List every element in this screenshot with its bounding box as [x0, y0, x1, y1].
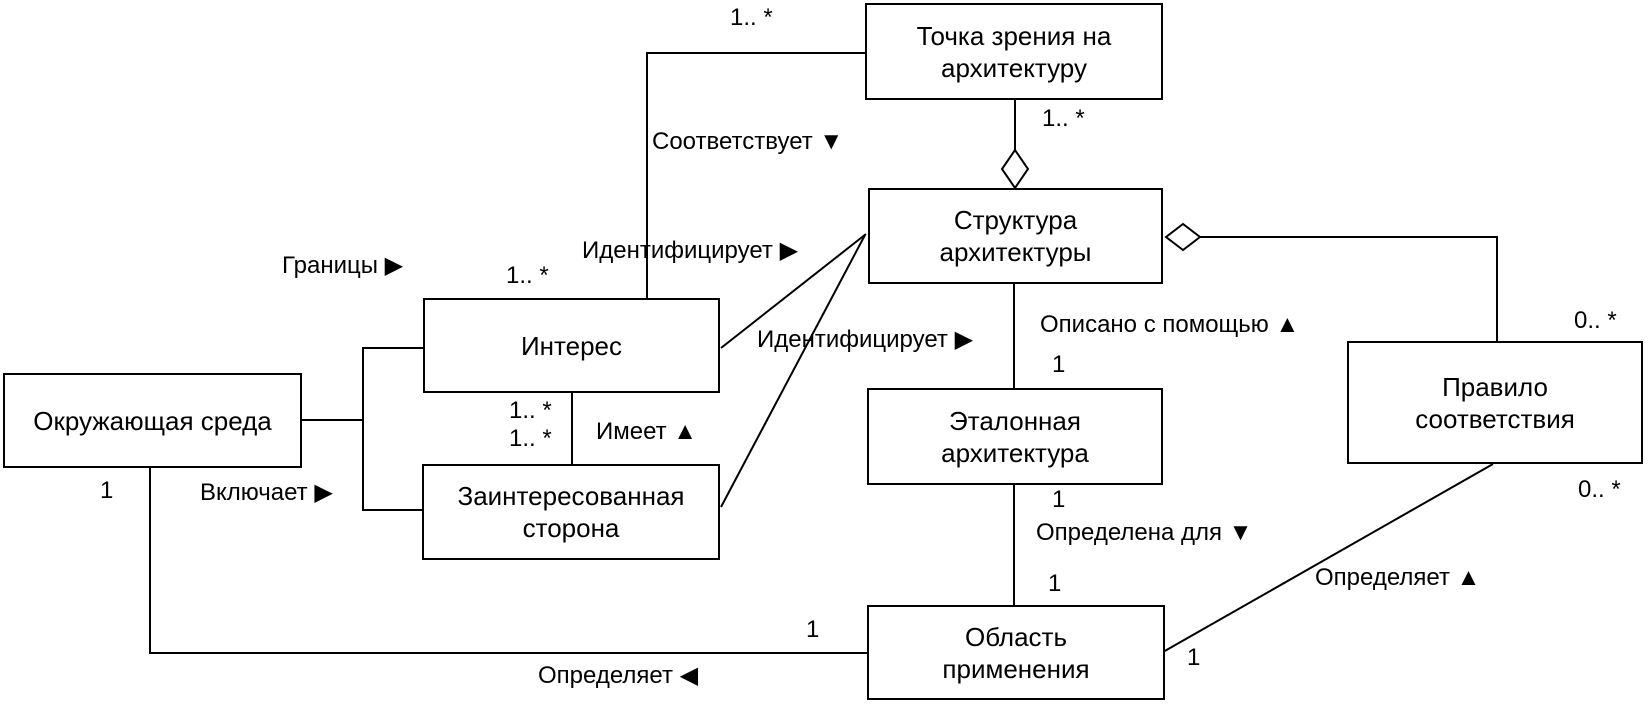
association-environment-branch-line [302, 347, 423, 511]
class-label: Точка зрения на [916, 20, 1112, 51]
association-label-boundaries: Границы ▶ [282, 252, 404, 279]
multiplicity-area-top: 1 [1048, 570, 1062, 597]
association-rule-area-line [1162, 463, 1494, 653]
association-viewpoint-concern-line [646, 52, 865, 298]
multiplicity-viewpoint-structure: 1.. * [1042, 105, 1085, 132]
class-label: Заинтересованная [457, 481, 685, 511]
class-box-structure: Структура архитектуры [868, 188, 1163, 284]
class-box-environment: Окружающая среда [3, 373, 302, 468]
association-label-described-with: Описано с помощью ▲ [1040, 311, 1300, 338]
class-box-viewpoint: Точка зрения на архитектуру [865, 3, 1163, 100]
aggregation-diamond-icon [1000, 148, 1030, 190]
association-label-includes: Включает ▶ [200, 479, 333, 506]
class-label: архитектуры [939, 237, 1092, 267]
class-label: соответствия [1415, 403, 1575, 434]
class-label: Правило [1442, 371, 1548, 402]
class-box-reference-architecture: Эталонная архитектура [867, 388, 1163, 485]
association-label-defined-for: Определена для ▼ [1036, 519, 1253, 546]
class-label: Интерес [520, 330, 623, 361]
class-label: архитектуру [941, 52, 1087, 83]
association-label-has: Имеет ▲ [596, 418, 698, 445]
multiplicity-rule-top: 0.. * [1574, 307, 1617, 334]
multiplicity-rule-bottom: 0.. * [1578, 476, 1621, 503]
association-concern-structure-line [720, 233, 867, 349]
class-label: Эталонная [949, 405, 1081, 436]
multiplicity-structure-described: 1 [1052, 351, 1066, 378]
association-label-defines-up: Определяет ▲ [1315, 564, 1481, 591]
class-label: применения [942, 653, 1090, 684]
class-box-correspondence-rule: Правило соответствия [1347, 341, 1643, 464]
class-box-application-area: Область применения [867, 605, 1165, 700]
multiplicity-area-left: 1 [806, 616, 820, 643]
multiplicity-has-1: 1.. * [509, 397, 552, 424]
class-label: Структура [953, 205, 1078, 235]
class-label: сторона [522, 513, 620, 543]
aggregation-structure-rule-line [1200, 236, 1498, 341]
association-stakeholder-structure-line [720, 234, 866, 508]
class-label: Область [964, 621, 1068, 652]
association-label-identifies-concern: Идентифицирует ▶ [582, 237, 799, 264]
multiplicity-area-right: 1 [1187, 644, 1201, 671]
multiplicity-reference-bottom: 1 [1052, 486, 1066, 513]
multiplicity-has-2: 1.. * [509, 425, 552, 452]
class-label: Окружающая среда [33, 405, 272, 436]
multiplicity-environment-bottom: 1 [100, 477, 114, 504]
association-label-conforms: Соответствует ▼ [652, 128, 844, 155]
association-environment-area-line [149, 468, 867, 654]
association-label-defines-left: Определяет ◀ [538, 662, 699, 689]
class-box-concern: Интерес [423, 298, 720, 393]
association-label-identifies-stakeholder: Идентифицирует ▶ [757, 326, 974, 353]
aggregation-diamond-icon [1164, 222, 1202, 252]
multiplicity-viewpoint-top: 1.. * [730, 4, 773, 31]
multiplicity-concern-top: 1.. * [506, 262, 549, 289]
class-box-stakeholder: Заинтересованная сторона [422, 464, 720, 560]
class-label: архитектура [941, 437, 1089, 468]
